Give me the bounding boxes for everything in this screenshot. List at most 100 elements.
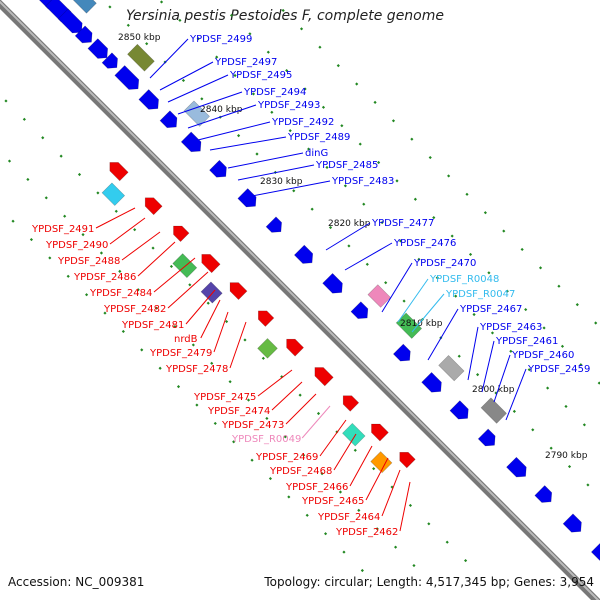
tick-dot: [173, 324, 177, 329]
tick-dot: [524, 307, 528, 312]
tick-dot: [108, 5, 112, 9]
lower-gene-label: YPDSF_2479: [149, 348, 212, 359]
tick-dot: [465, 192, 469, 196]
tick-dot: [435, 276, 439, 280]
reverse-gene: [109, 162, 129, 182]
tick-dot: [268, 476, 273, 481]
tick-dot: [549, 446, 553, 450]
tick-dot: [428, 155, 432, 160]
tick-dot: [283, 435, 287, 439]
forward-gene: [265, 216, 282, 233]
forward-gene: [322, 272, 343, 294]
upper-leader-line: [397, 278, 429, 323]
lower-leader-line: [349, 445, 373, 487]
tick-dot: [410, 137, 414, 141]
tick-dot: [118, 269, 122, 273]
tick-dot: [63, 214, 67, 218]
tick-dot: [298, 393, 302, 397]
tick-dot: [299, 27, 304, 31]
kbp-tick-label: 2810 kbp: [400, 319, 443, 329]
tick-dot: [133, 228, 137, 232]
tick-dot: [567, 464, 572, 469]
lower-leader-line: [167, 271, 209, 309]
lower-gene-label: YPDSF_2490: [45, 240, 108, 251]
forward-gene: [159, 110, 178, 129]
lower-gene-label: YPDSF_2464: [317, 512, 380, 523]
reverse-gene-block: [370, 451, 393, 474]
upper-gene-label: YPDSF_2470: [413, 258, 476, 269]
tick-dot: [225, 320, 229, 324]
upper-leader-line: [325, 222, 371, 251]
upper-leader-line: [493, 354, 511, 403]
tick-dot: [11, 219, 15, 223]
forward-gene-block: [127, 43, 155, 72]
tick-dot: [336, 64, 340, 68]
tick-dot: [531, 428, 535, 432]
tick-dot: [292, 189, 296, 193]
tick-dot: [66, 274, 70, 278]
lower-gene-label: YPDSF_2488: [57, 256, 120, 267]
lower-gene-label: YPDSF_2482: [103, 304, 166, 315]
tick-dot: [432, 216, 436, 220]
reverse-gene-block: [101, 182, 126, 206]
tick-dot: [169, 264, 174, 269]
tick-dot: [310, 207, 314, 211]
lower-leader-line: [271, 381, 303, 411]
tick-dot: [206, 301, 210, 305]
tick-dot: [85, 293, 89, 297]
tick-dot: [394, 545, 398, 549]
lower-leader-line: [185, 289, 216, 325]
tick-dot: [557, 284, 561, 288]
reverse-gene: [258, 310, 275, 327]
upper-gene-label: YPDSF_2493: [257, 100, 320, 111]
upper-gene-label: YPDSF_R0048: [429, 274, 499, 285]
tick-dot: [237, 134, 241, 138]
forward-gene: [87, 38, 109, 59]
lower-leader-line: [109, 217, 146, 245]
tick-dot: [538, 266, 543, 270]
lower-gene-label: YPDSF_2466: [285, 482, 348, 493]
tick-dot: [99, 251, 104, 255]
tick-dot: [509, 349, 513, 353]
forward-gene: [392, 343, 411, 362]
tick-dot: [176, 385, 181, 389]
tick-dot: [377, 160, 381, 165]
tick-dot: [575, 303, 579, 307]
lower-gene-label: YPDSF_2462: [335, 527, 398, 538]
tick-dot: [4, 99, 8, 103]
forward-gene: [114, 65, 140, 90]
lower-gene-label: YPDSF_2465: [301, 496, 364, 507]
tick-dot: [338, 490, 343, 494]
forward-gene: [180, 131, 202, 153]
tick-dot: [417, 257, 421, 261]
upper-gene-label: YPDSF_2489: [287, 132, 350, 143]
forward-gene: [449, 400, 469, 420]
tick-dot: [48, 256, 52, 260]
tick-dot: [316, 411, 321, 416]
genome-title: Yersinia pestis Pestoides F, complete ge…: [126, 8, 444, 24]
forward-gene: [534, 485, 553, 503]
lower-gene-label: YPDSF_2475: [193, 392, 256, 403]
kbp-tick-label: 2820 kbp: [328, 219, 371, 229]
tick-dot: [324, 532, 328, 536]
lower-gene-label: nrdB: [174, 334, 198, 345]
tick-dot: [44, 196, 48, 200]
tick-dot: [145, 42, 149, 46]
upper-gene-label: YPDSF_2461: [495, 336, 558, 347]
tick-dot: [248, 32, 252, 36]
tick-dot: [586, 483, 590, 487]
reverse-gene: [229, 282, 248, 300]
upper-leader-line: [344, 242, 393, 271]
lower-leader-line: [95, 207, 136, 229]
tick-dot: [398, 239, 403, 243]
tick-dot: [303, 87, 307, 91]
tick-dot: [200, 97, 204, 101]
upper-gene-label: YPDSF_2499: [189, 34, 252, 45]
upper-leader-line: [237, 164, 315, 181]
tick-dot: [261, 356, 265, 360]
forward-gene: [562, 513, 582, 533]
upper-leader-line: [251, 180, 331, 197]
upper-gene-label: YPDSF_2476: [393, 238, 456, 249]
forward-gene: [138, 89, 159, 110]
